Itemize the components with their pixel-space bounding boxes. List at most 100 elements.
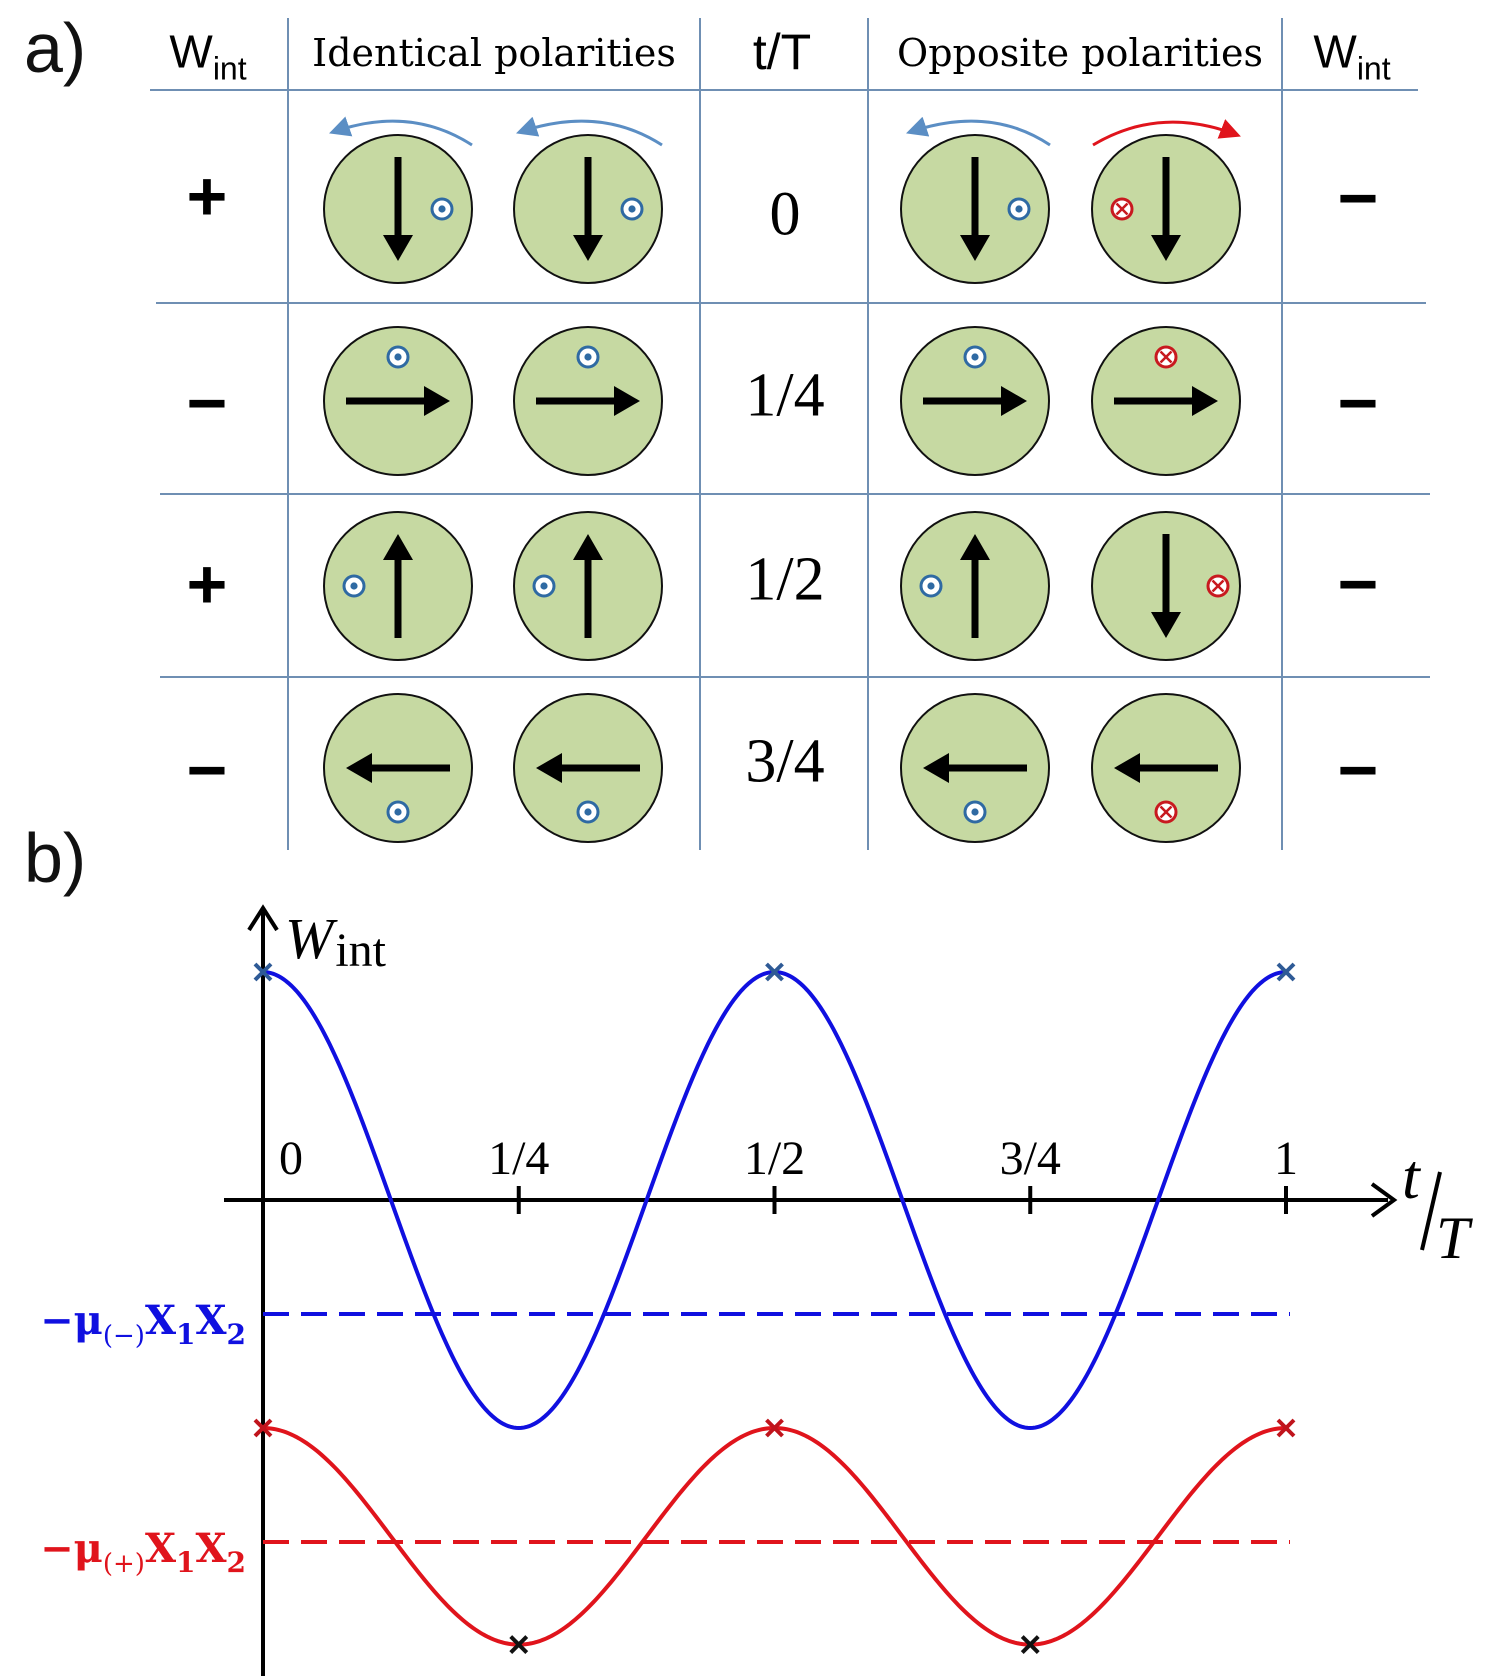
x-axis-label-slash [1420,1171,1442,1251]
core-dot [584,353,592,361]
marker-stroke-a [1276,962,1296,982]
marker-stroke-b [253,962,273,982]
x-tick-label: 0 [279,1132,303,1185]
row-3-w-identical: − [186,731,228,809]
x-axis-arrow-icon [1370,1182,1398,1218]
y-axis-label-main: W [285,906,338,971]
point-marker-x-icon [765,962,784,982]
core-dot [540,582,548,590]
magnetization-arrow-head [1151,612,1181,638]
header-time: t/T [752,24,812,80]
header-w-int-right-main: W [1313,25,1357,78]
row-0-w-opposite: − [1337,159,1379,237]
row-1-time: 1/4 [745,361,825,430]
row-2-time: 1/2 [745,545,825,614]
marker-stroke-b [765,1418,784,1438]
core-into-plane-icon [1206,574,1230,598]
magnetization-arrow-head [960,235,990,261]
hline-label-1: −μ(+)X1X2 [40,1525,246,1579]
marker-stroke-b [509,1635,529,1655]
series-line-1 [262,1425,1287,1647]
vortex-disk-r0-c3 [1091,134,1241,284]
vortex-disk-r2-c3 [1091,511,1241,661]
hline-label-mu: −μ [40,1525,103,1572]
marker-stroke-b [1276,1418,1296,1438]
point-marker-x-icon [509,1635,529,1655]
vortex-disk-r3-c0 [323,693,473,843]
magnetization-arrow-head [346,753,372,783]
x-axis-label-t: t [1402,1141,1422,1212]
magnetization-arrow-head [424,386,450,416]
hline-label-mu: −μ [40,1297,103,1344]
vortex-disk-r1-c0 [323,326,473,476]
x-tick-label: 1 [1274,1132,1298,1185]
magnetization-arrow-head [383,534,413,560]
y-axis-label: Wint [285,906,387,977]
magnetization-arrow-head [1192,386,1218,416]
panel-a-label: a) [24,9,87,87]
core-into-plane-icon [1110,197,1134,221]
plot-hlines [263,1312,1290,1544]
core-dot [971,353,979,361]
panel-b-label: b) [24,819,87,897]
row-2-w-identical: + [186,545,228,623]
vortex-disk-r3-c2 [900,693,1050,843]
vortex-disk-r1-c3 [1091,326,1241,476]
marker-stroke-a [765,962,784,982]
x-tick-label: 1/2 [744,1132,805,1185]
vortex-disk-r3-c1 [513,693,663,843]
point-marker-x-icon [253,962,273,982]
rotation-arrow-opposite-1 [906,116,1051,147]
marker-stroke-a [1020,1635,1040,1655]
point-marker-x-icon [1020,1635,1040,1655]
header-opposite-polarities: Opposite polarities [897,31,1263,75]
vortex-disk-r1-c1 [513,326,663,476]
core-dot [971,808,979,816]
core-out-of-plane-icon [963,800,987,824]
vortex-disks [323,134,1241,843]
row-2-w-opposite: − [1337,545,1379,623]
point-marker-x-icon [765,1418,784,1438]
hline-label-sub1: 1 [176,1546,195,1579]
marker-stroke-b [765,962,784,982]
hline-label-sign: (−) [103,1321,145,1351]
vortex-disk-r0-c2 [900,134,1050,284]
core-cross-b [1159,805,1173,819]
header-identical-polarities: Identical polarities [312,31,676,75]
header-w-int-left-sub: int [212,50,247,87]
hline-label-x1: X [145,1525,176,1572]
point-marker-x-icon [1276,962,1296,982]
plot-axes [224,904,1398,1676]
core-out-of-plane-icon [430,197,454,221]
header-w-int-right: Wint [1313,25,1390,88]
vortex-disk-r2-c0 [323,511,473,661]
vortex-disk-r2-c1 [513,511,663,661]
core-dot [350,582,358,590]
vortex-disk-r0-c0 [323,134,473,284]
magnetization-arrow-head [1151,235,1181,261]
core-dot [394,808,402,816]
magnetization-arrow-head [1001,386,1027,416]
core-out-of-plane-icon [386,345,410,369]
core-out-of-plane-icon [386,800,410,824]
marker-stroke-a [765,1418,784,1438]
hline-label-x2: X [195,1297,226,1344]
hline-label-x2: X [195,1525,226,1572]
rotation-arrow-identical-2 [516,116,663,147]
core-into-plane-icon [1154,345,1178,369]
hline-label-sub2: 2 [227,1546,246,1579]
core-cross-b [1115,202,1129,216]
row-3-time: 3/4 [745,727,825,796]
hline-label-x1: X [145,1297,176,1344]
hline-label-sign: (+) [103,1549,145,1579]
vortex-disk-r1-c2 [900,326,1050,476]
point-marker-x-icon [1276,1418,1296,1438]
core-dot [628,205,636,213]
core-into-plane-icon [1154,800,1178,824]
core-out-of-plane-icon [620,197,644,221]
core-cross-b [1159,350,1173,364]
header-w-int-left: Wint [169,25,246,88]
plot-markers [253,962,1296,1655]
header-w-int-left-main: W [169,25,213,78]
